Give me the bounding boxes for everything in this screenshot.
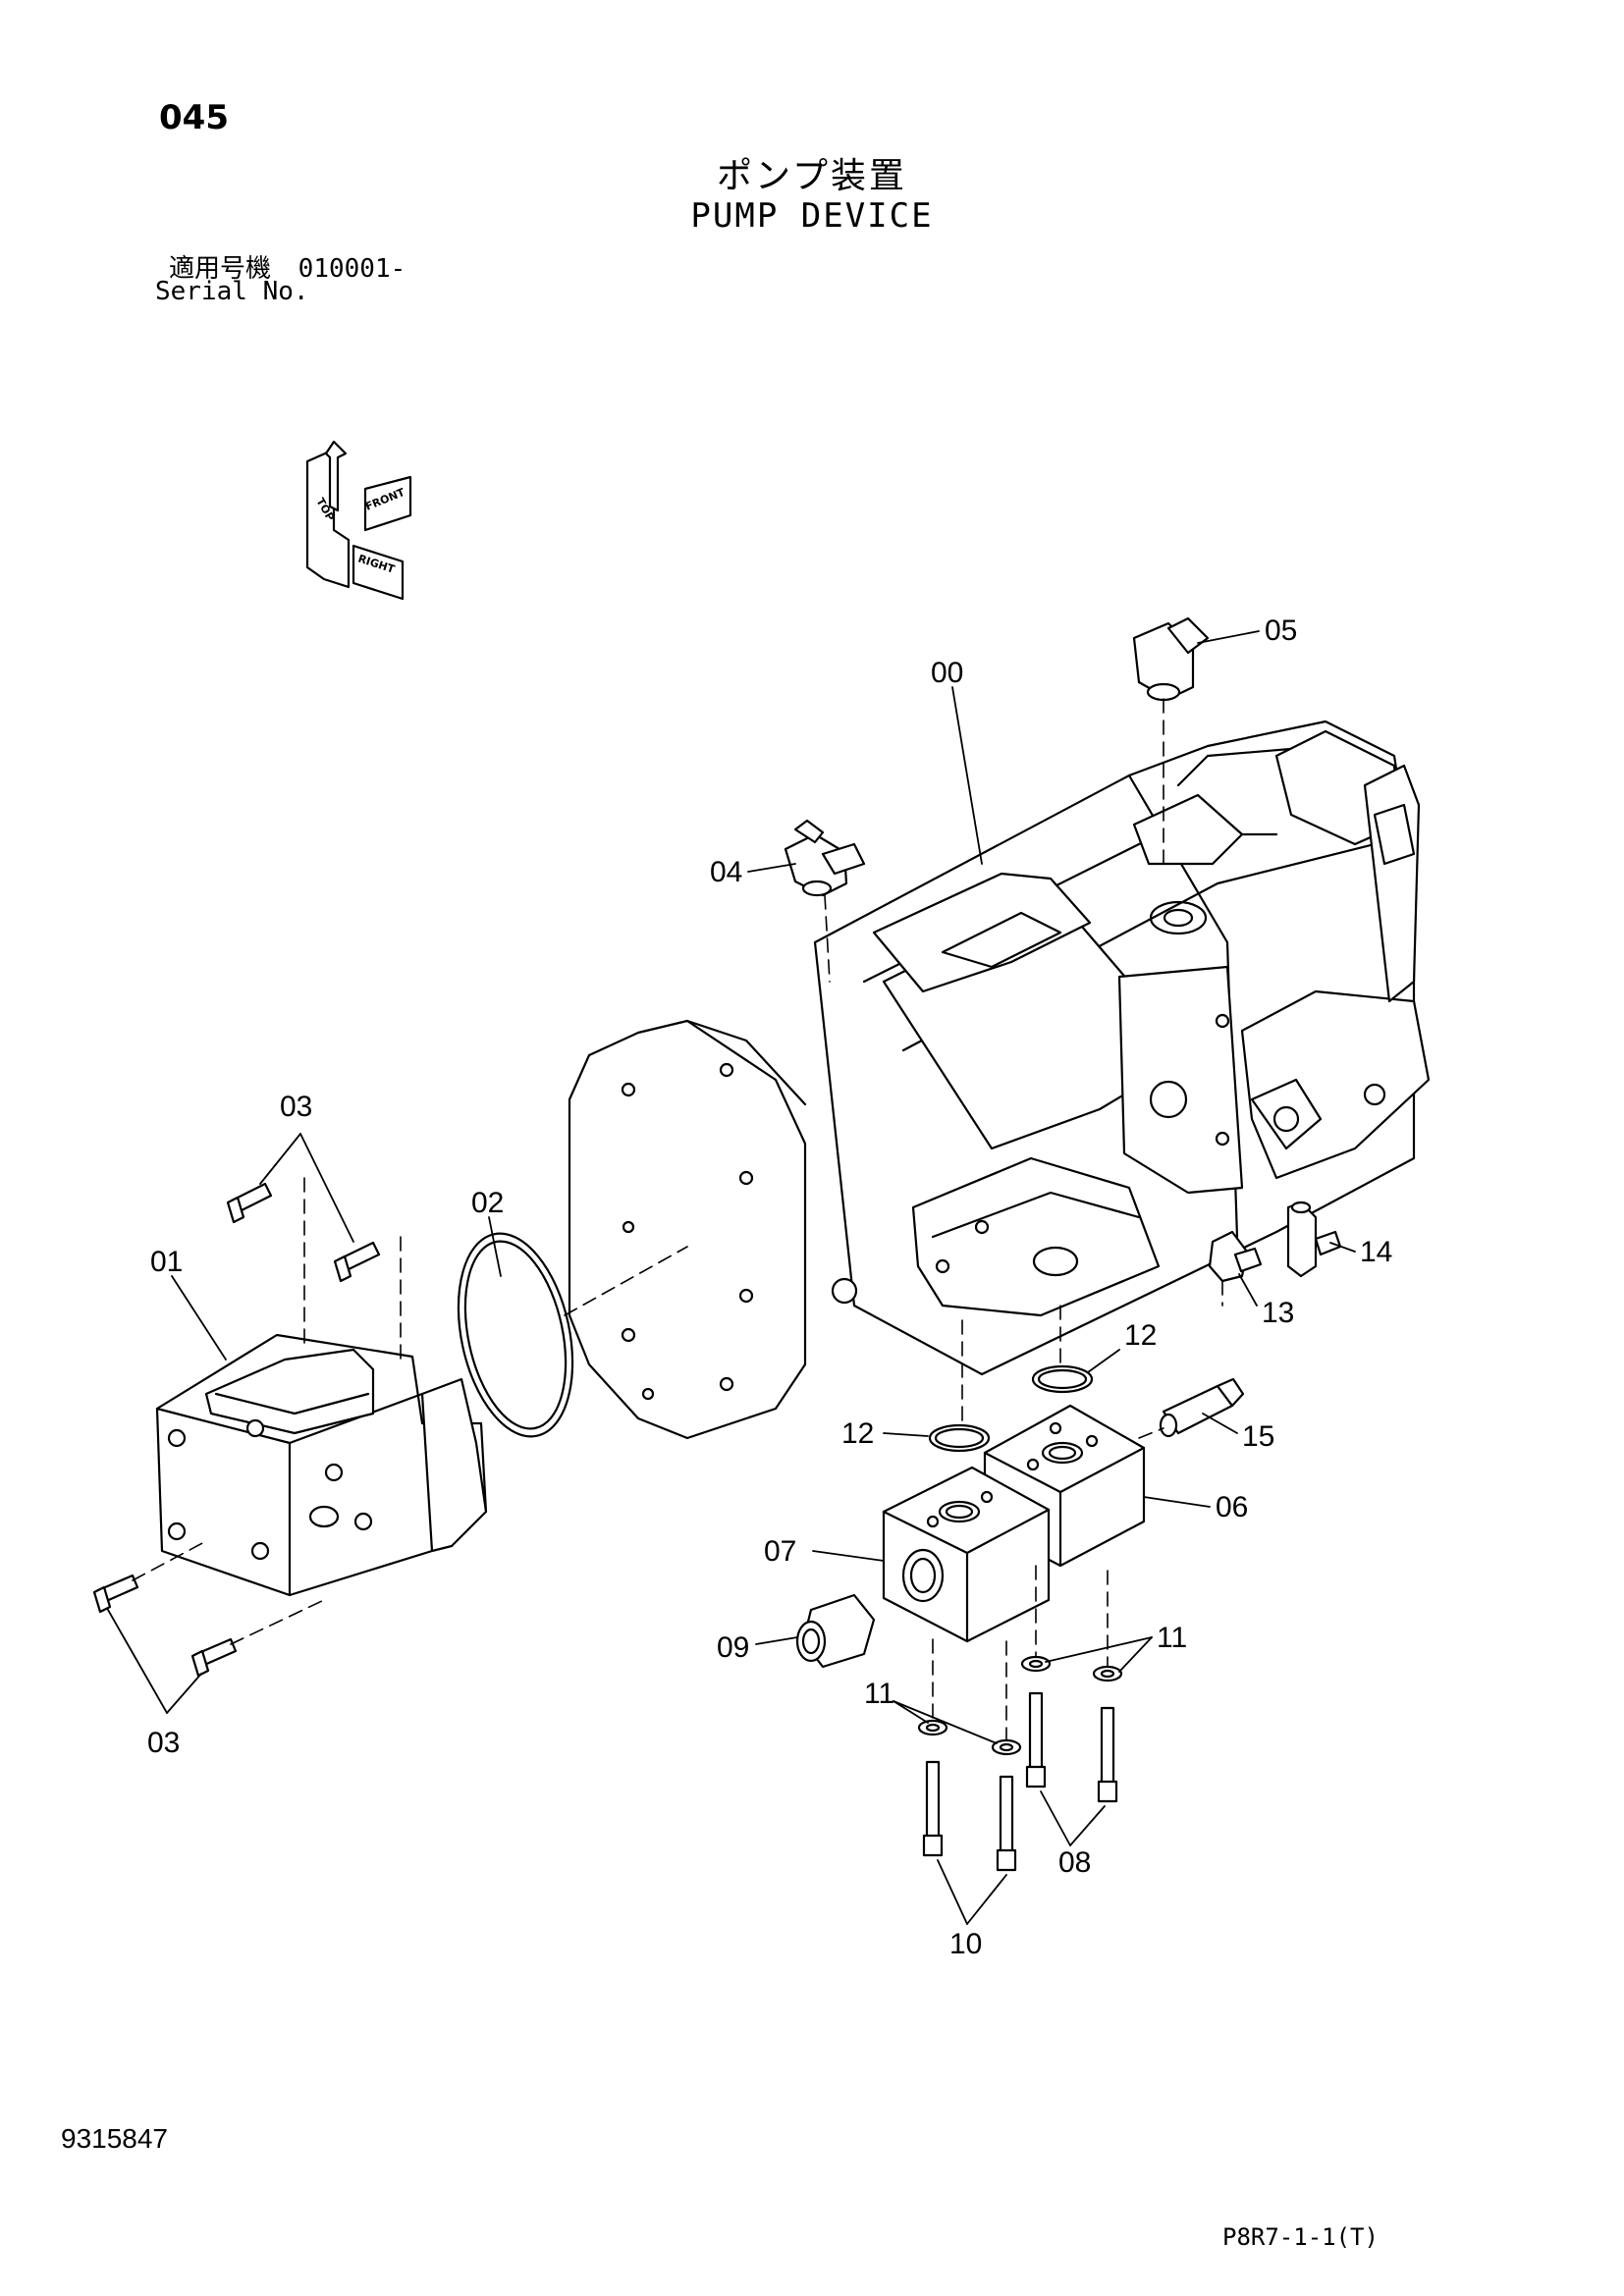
part-09-fitting: [795, 1593, 876, 1669]
part-08-bolts: [1025, 1691, 1118, 1803]
part-04-elbow-fitting: [784, 819, 866, 983]
serial-label-en: Serial No.: [155, 277, 309, 306]
main-pump-body: [568, 720, 1431, 1440]
callout-11-left: 11: [864, 1678, 894, 1710]
callout-00: 00: [931, 657, 963, 689]
orientation-indicator: TOP FRONT RIGHT: [305, 440, 412, 601]
leader-lines: [107, 630, 1356, 1925]
callout-09: 09: [717, 1631, 749, 1664]
callout-13: 13: [1262, 1297, 1294, 1329]
callout-03-upper: 03: [280, 1091, 312, 1123]
serial-label-jp-text: 適用号機: [169, 254, 272, 284]
callout-05: 05: [1265, 614, 1297, 647]
callout-labels: 00 05 04 03 02 01 14 13 12 12 15 06 07 0…: [147, 614, 1392, 1960]
callout-06: 06: [1216, 1491, 1248, 1523]
part-10-bolts: [922, 1760, 1017, 1872]
serial-label-jp: 適用号機 010001-: [169, 248, 406, 285]
callout-15: 15: [1242, 1420, 1274, 1453]
page-title-jp: ポンプ装置: [717, 156, 907, 196]
callout-12-lower: 12: [841, 1417, 874, 1450]
serial-value: 010001-: [298, 254, 406, 284]
callout-12-upper: 12: [1124, 1319, 1157, 1352]
callout-07: 07: [764, 1535, 796, 1568]
part-01-gear-pump: [155, 1333, 488, 1597]
page-title-en: PUMP DEVICE: [690, 196, 934, 236]
callout-14: 14: [1360, 1236, 1392, 1268]
part-11-washers: [917, 1565, 1123, 1756]
callout-04: 04: [710, 856, 742, 888]
part-15-pressure-sensor: [1138, 1377, 1245, 1439]
part-03-bolts-lower: [92, 1540, 325, 1678]
part-14-fitting: [1286, 1201, 1342, 1278]
part-12-o-rings: [928, 1305, 1094, 1453]
part-03-bolts-upper: [226, 1177, 402, 1365]
part-13-fitting: [1208, 1230, 1263, 1307]
callout-03-lower: 03: [147, 1727, 180, 1759]
page-number: 045: [159, 98, 229, 137]
callout-08: 08: [1058, 1846, 1091, 1879]
callout-02: 02: [471, 1187, 504, 1219]
callout-11-right: 11: [1157, 1622, 1187, 1654]
part-05-elbow-fitting: [1132, 616, 1210, 865]
part-02-o-ring: [457, 1232, 688, 1438]
document-number: 9315847: [61, 2123, 169, 2154]
callout-10: 10: [949, 1928, 982, 1960]
page-reference: P8R7-1-1(T): [1222, 2223, 1379, 2251]
callout-01: 01: [150, 1246, 183, 1278]
part-07-block: [882, 1466, 1051, 1643]
